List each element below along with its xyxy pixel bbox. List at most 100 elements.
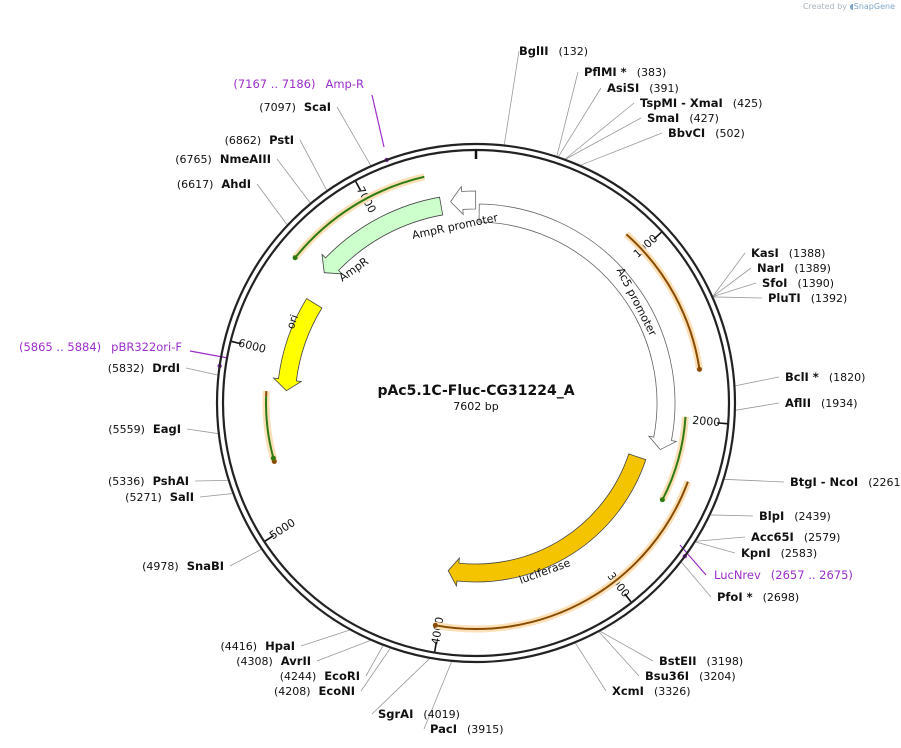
site-position: (502) (715, 127, 745, 140)
feature-label: ori (284, 313, 301, 331)
site-leader (186, 428, 218, 434)
tick-mark (717, 422, 728, 425)
tick-mark (355, 181, 362, 191)
orf-arcs (262, 173, 703, 633)
site-leader (299, 139, 328, 191)
site-name: PshAI (153, 474, 189, 488)
site-name: SfoI (762, 276, 787, 290)
site-name: SgrAI (378, 707, 413, 721)
site-label: AhdI(6617) (177, 177, 251, 191)
site-position: (2579) (804, 531, 841, 544)
site-leader (575, 643, 607, 692)
site-position: (6617) (177, 178, 214, 191)
site-leader (565, 102, 635, 160)
site-position: (5336) (108, 475, 145, 488)
backbone-outer (215, 142, 737, 664)
primer-label: Amp-R (7167 .. 7186) (233, 77, 364, 91)
site-leader (713, 296, 763, 299)
site-position: (3326) (654, 685, 691, 698)
feature-ac5-promoter (478, 203, 678, 451)
site-label: EagI(5559) (108, 422, 181, 436)
tick-label: 2000 (692, 414, 721, 429)
site-label: AflII(1934) (785, 396, 858, 410)
orf-arrowhead (432, 622, 438, 628)
site-label: SfoI (1390) (762, 276, 834, 290)
primer-label: LucNrev(2657 .. 2675) (714, 568, 853, 582)
site-name: PstI (269, 133, 294, 147)
site-position: (1392) (811, 292, 848, 305)
site-label: PfoI *(2698) (717, 590, 799, 604)
orf-arrowhead (659, 497, 665, 503)
site-label: Acc65I(2579) (751, 530, 840, 544)
site-name: EcoRI (324, 669, 360, 683)
site-position: (383) (637, 66, 667, 79)
site-name: ScaI (304, 100, 331, 114)
feature-luciferase (447, 453, 647, 588)
credit-prefix: Created by (802, 2, 847, 11)
primer-leader (371, 94, 385, 148)
site-name: AsiSI (607, 81, 639, 95)
site-position: (2583) (781, 547, 818, 560)
site-label: HpaI(4416) (221, 639, 295, 653)
site-label: Bsu36I(3204) (645, 669, 736, 683)
site-leader (681, 561, 712, 598)
site-position: (2261) (868, 476, 901, 489)
site-name: BclI * (785, 370, 819, 384)
site-name: SmaI (647, 111, 679, 125)
site-name: BstEII (659, 654, 697, 668)
feature-ampr-promoter (450, 185, 477, 216)
site-label: KpnI (2583) (741, 546, 817, 560)
site-position: (4978) (142, 560, 179, 573)
site-leader (696, 536, 746, 542)
site-labels: BglII(132)PflMI *(383)AsiSI(391)TspMI - … (19, 44, 901, 736)
site-leader (565, 117, 642, 160)
site-position: (1820) (829, 371, 866, 384)
site-label: PacI(3915) (430, 722, 504, 736)
primer-name: Amp-R (325, 77, 364, 91)
site-leader-lines (185, 50, 785, 730)
site-leader (194, 479, 228, 482)
site-name: NmeAIII (220, 152, 271, 166)
site-position: (1390) (797, 277, 834, 290)
credit-brand: SnapGene (853, 2, 895, 11)
orf-arrowhead (270, 455, 276, 461)
site-leader (276, 158, 311, 204)
feature-ori (272, 298, 323, 392)
site-position: (1934) (821, 397, 858, 410)
plasmid-size: 7602 bp (453, 400, 498, 413)
snapgene-credit: Created by ◖SnapGene (803, 2, 895, 11)
site-name: Bsu36I (645, 669, 689, 683)
site-label: NmeAIII(6765) (175, 152, 271, 166)
site-name: KpnI (741, 546, 771, 560)
site-label: SgrAI (4019) (378, 707, 460, 721)
site-label: NarI(1389) (757, 261, 831, 275)
site-position: (6862) (225, 134, 262, 147)
primer-name: LucNrev (714, 568, 761, 582)
site-name: PflMI * (584, 65, 627, 79)
site-leader (371, 658, 430, 715)
primer-leader (679, 544, 707, 576)
tick-mark (624, 593, 632, 603)
site-label: ScaI(7097) (259, 100, 331, 114)
site-position: (427) (689, 112, 719, 125)
site-name: XcmI (612, 684, 644, 698)
site-name: EcoNI (319, 684, 355, 698)
site-label: SalI(5271) (125, 490, 194, 504)
site-leader (316, 640, 371, 662)
site-position: (1388) (789, 247, 826, 260)
site-name: BlpI (759, 509, 784, 523)
site-position: (3915) (467, 723, 504, 736)
site-position: (2439) (794, 510, 831, 523)
site-name: KasI (751, 246, 779, 260)
site-name: SnaBI (187, 559, 224, 573)
orf-arc (435, 481, 689, 630)
site-leader (710, 514, 754, 517)
site-label: BlpI (2439) (759, 509, 831, 523)
site-leader (300, 629, 350, 647)
site-name: SalI (170, 490, 194, 504)
site-leader (199, 493, 233, 498)
site-position: (4019) (423, 708, 460, 721)
site-position: (1389) (794, 262, 831, 275)
primer-range: (7167 .. 7186) (233, 77, 315, 91)
